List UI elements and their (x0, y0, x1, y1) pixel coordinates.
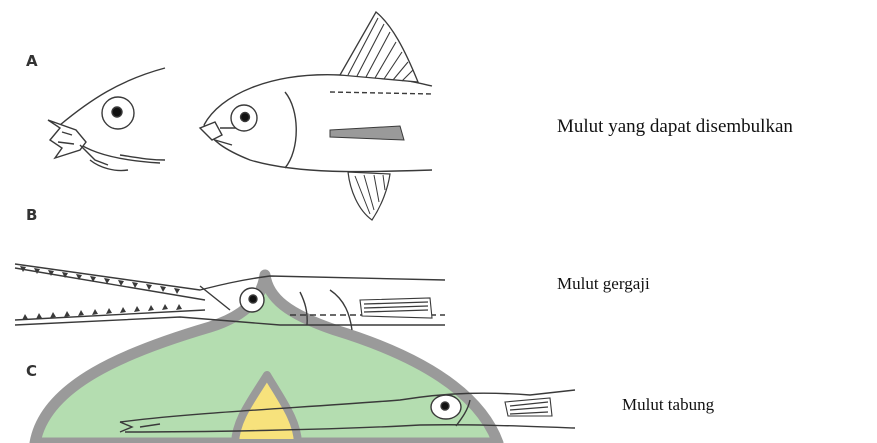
caption-protrusible-mouth: Mulut yang dapat disembulkan (557, 116, 793, 138)
fish-a-pectoral-fin (330, 126, 404, 140)
fish-b-pectoral-fin (360, 298, 432, 318)
fish-c-pectoral-fin (505, 398, 552, 416)
panel-letter-a: A (26, 52, 38, 70)
panel-letter-b: B (26, 206, 37, 224)
fish-b-upper-teeth (20, 266, 180, 294)
panel-letter-c: C (26, 362, 37, 380)
fish-a-pelvic-fin (348, 172, 390, 220)
fish-a-dorsal-fin (340, 12, 418, 82)
fish-a-body (200, 75, 432, 172)
caption-saw-mouth: Mulut gergaji (557, 274, 650, 294)
caption-tube-mouth: Mulut tabung (622, 395, 714, 415)
fish-a-head (48, 68, 165, 171)
